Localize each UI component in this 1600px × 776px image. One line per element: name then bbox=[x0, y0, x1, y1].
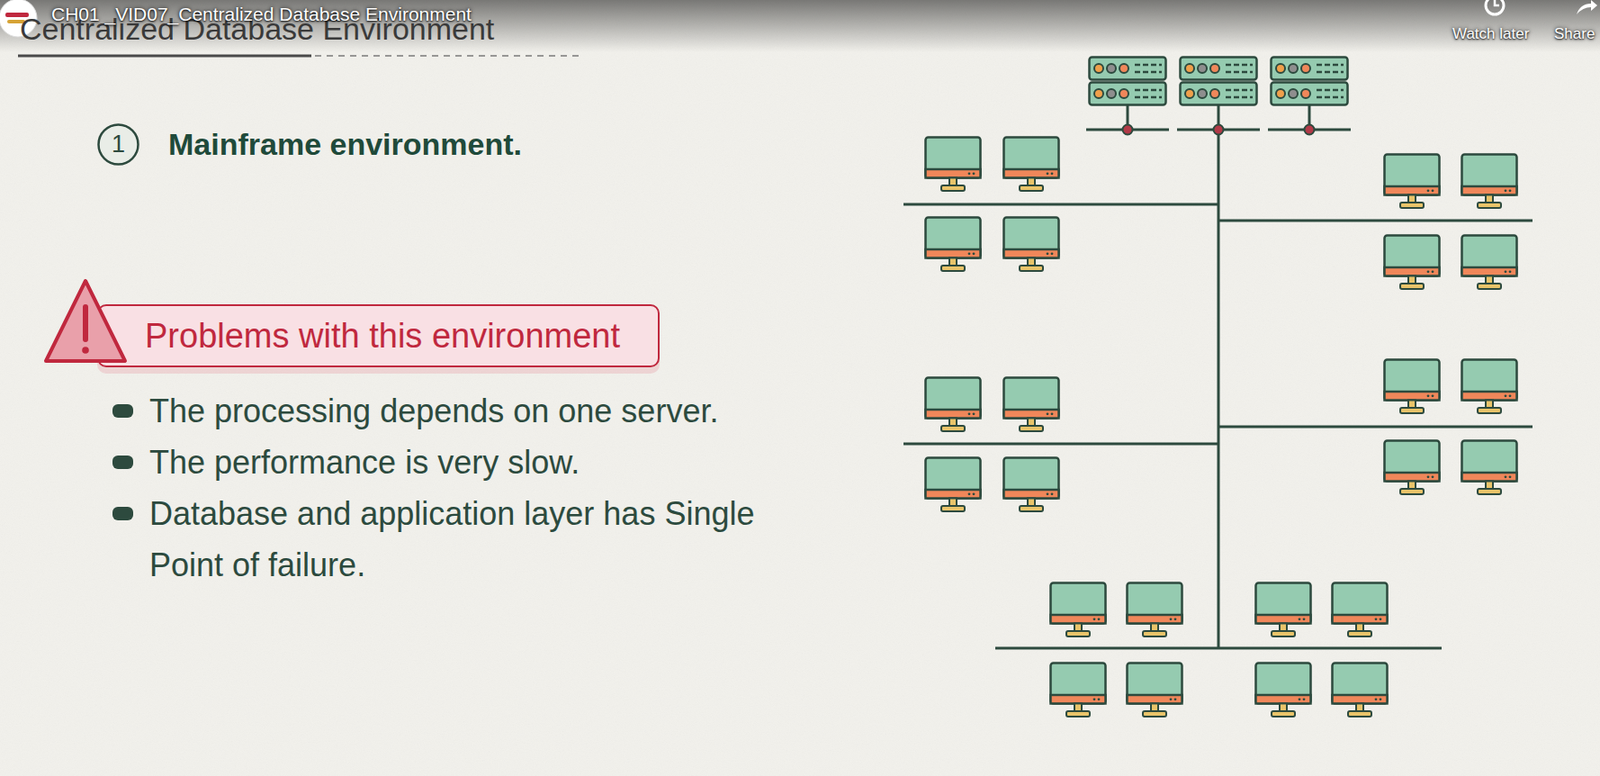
monitor-icon bbox=[1462, 440, 1518, 495]
monitor-icon bbox=[1384, 235, 1440, 290]
branch-wire bbox=[903, 203, 1219, 207]
branch-wire bbox=[995, 647, 1442, 650]
server-dots bbox=[1123, 125, 1315, 135]
monitor-icon bbox=[1127, 663, 1183, 718]
monitor-icon bbox=[1332, 663, 1388, 718]
branch-wire bbox=[1218, 219, 1533, 223]
branch-wire bbox=[1218, 425, 1533, 429]
monitor-icon bbox=[1051, 583, 1106, 638]
clock-icon bbox=[1485, 0, 1504, 15]
server-dot bbox=[1123, 125, 1133, 135]
bullet bbox=[112, 455, 134, 469]
warning-triangle bbox=[43, 278, 128, 365]
monitor-icon bbox=[1127, 583, 1183, 638]
monitor-icon bbox=[1384, 440, 1440, 495]
server-rack bbox=[1271, 57, 1349, 106]
callout-number-text: 1 bbox=[111, 130, 126, 159]
branch-wire bbox=[903, 442, 1219, 446]
section-heading: Mainframe environment. bbox=[168, 125, 522, 162]
monitor-icon bbox=[1256, 663, 1312, 718]
warning-mark bbox=[82, 306, 89, 340]
monitor-icon bbox=[1384, 154, 1440, 209]
server-dot bbox=[1213, 125, 1224, 135]
monitor-icon bbox=[1004, 217, 1060, 272]
share-icon bbox=[1576, 0, 1598, 15]
monitor-icon bbox=[1462, 235, 1518, 290]
monitor-icon bbox=[925, 377, 981, 432]
title-underline bbox=[17, 54, 312, 58]
server-rack bbox=[1089, 57, 1167, 106]
video-title: CH01 _VID07_Centralized Database Environ… bbox=[51, 2, 472, 27]
monitor-icon bbox=[925, 458, 981, 513]
monitor-icon bbox=[1004, 458, 1060, 513]
clock-hands bbox=[1494, 0, 1500, 6]
network-wires bbox=[903, 105, 1533, 648]
warning-box: Problems with this environment bbox=[97, 304, 660, 368]
share-label: Share bbox=[1554, 24, 1595, 45]
bullet bbox=[112, 404, 134, 418]
warning-triangle-shape bbox=[45, 280, 126, 361]
monitor-icon bbox=[925, 137, 981, 192]
callout-number: 1 bbox=[97, 123, 140, 166]
monitor-icon bbox=[1004, 137, 1060, 192]
monitor-icon bbox=[1462, 154, 1518, 209]
box-text: Problems with this environment bbox=[144, 316, 621, 356]
bullet-text: The performance is very slow. bbox=[149, 436, 580, 488]
server-dot bbox=[1304, 125, 1315, 135]
trunk-wire bbox=[1217, 129, 1221, 648]
warning-dot bbox=[81, 346, 90, 354]
bullets bbox=[112, 404, 134, 521]
callout-circle-outline bbox=[98, 125, 139, 165]
monitor-icon bbox=[1462, 359, 1518, 414]
title-dashed-line bbox=[314, 54, 582, 57]
bullet bbox=[112, 506, 134, 521]
monitor-icon bbox=[1384, 359, 1440, 414]
monitor-icon bbox=[1256, 583, 1312, 638]
server-rack bbox=[1180, 57, 1258, 106]
monitor-icon bbox=[1051, 663, 1106, 718]
bullet-text: Database and application layer has Singl… bbox=[149, 487, 762, 591]
watch-later-label: Watch later bbox=[1452, 24, 1529, 45]
monitor-icon bbox=[925, 217, 981, 272]
player-shade bbox=[0, 0, 1600, 53]
bullet-text: The processing depends on one server. bbox=[149, 385, 719, 437]
monitor-icon bbox=[1332, 583, 1388, 638]
monitor-icon bbox=[1004, 377, 1060, 432]
